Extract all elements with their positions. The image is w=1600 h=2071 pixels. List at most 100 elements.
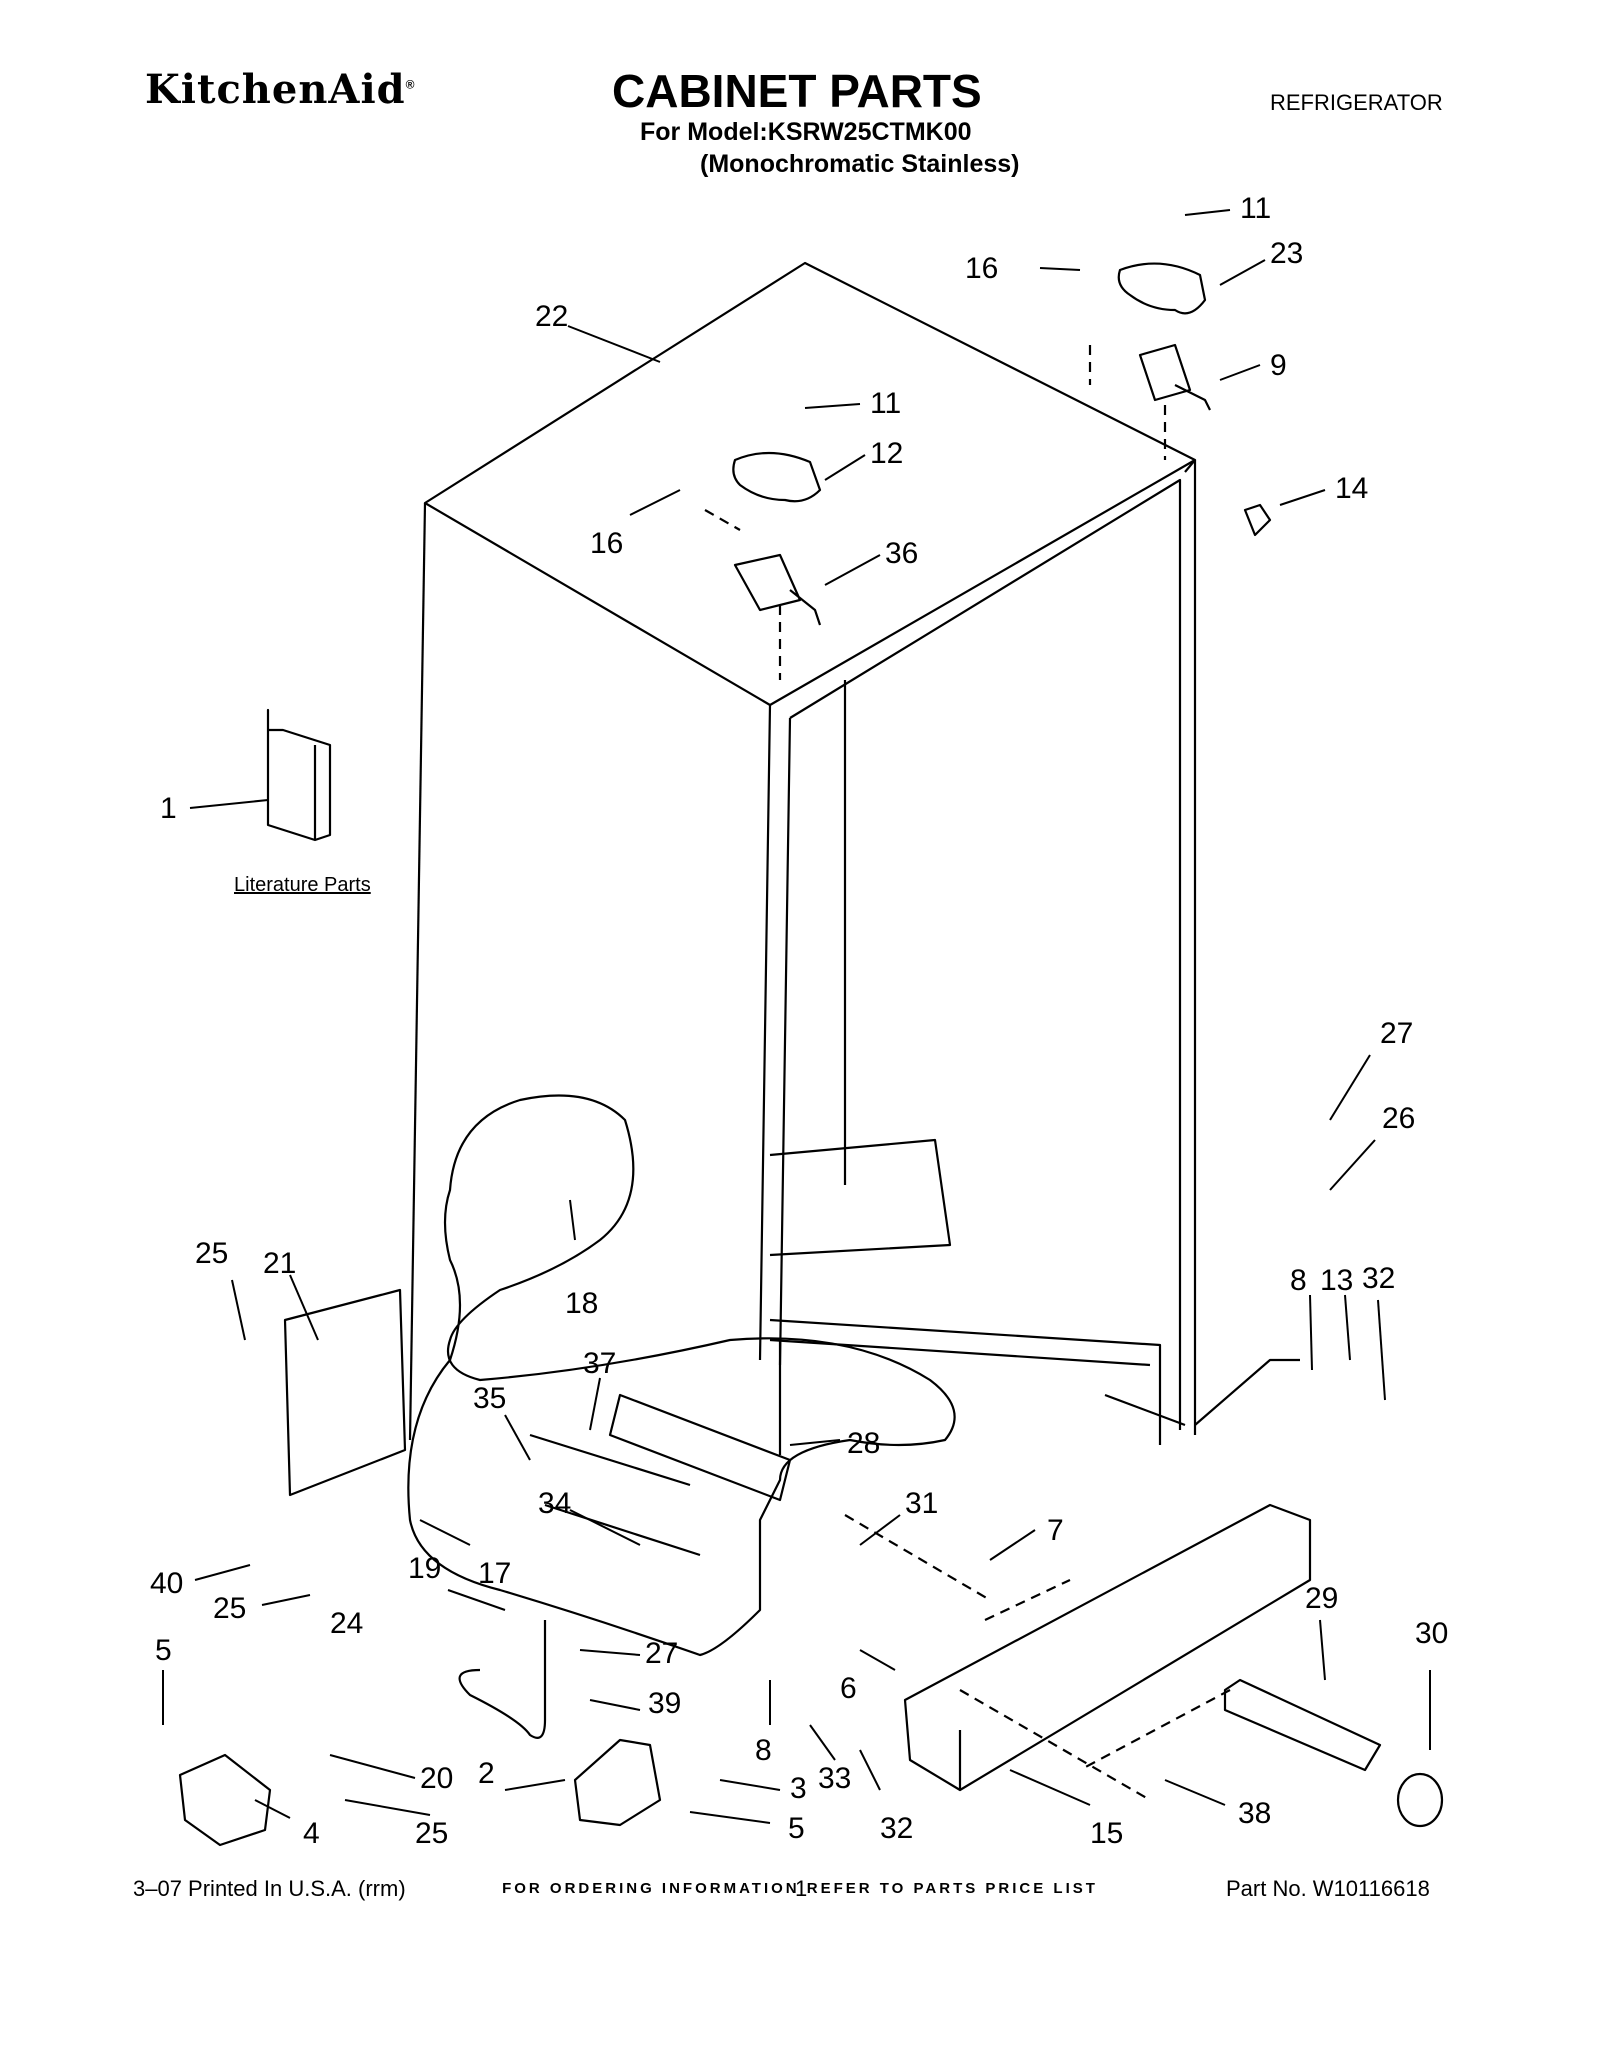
callout-3: 3 <box>790 1772 807 1805</box>
water-filter <box>1223 1678 1382 1772</box>
callout-22: 22 <box>535 300 568 333</box>
leader-32-bottom <box>859 1749 881 1791</box>
leader-40 <box>194 1564 251 1581</box>
callout-16: 16 <box>590 527 623 560</box>
leader-31 <box>859 1514 901 1546</box>
cabinet-left-edge <box>408 502 427 1441</box>
callout-8-bottom: 8 <box>755 1734 772 1767</box>
leader-11 <box>804 403 861 409</box>
callout-13: 13 <box>1320 1264 1353 1297</box>
callout-29: 29 <box>1305 1582 1338 1615</box>
leader-32-right <box>1377 1299 1386 1401</box>
leader-18 <box>569 1199 576 1241</box>
cabinet-front-frame-top <box>789 459 1196 1430</box>
leader-25-bottom <box>344 1799 431 1816</box>
page-title: CABINET PARTS <box>612 65 982 117</box>
callout-15: 15 <box>1090 1817 1123 1850</box>
leader-4 <box>254 1799 291 1819</box>
leader-13 <box>1344 1294 1351 1361</box>
callout-25-left: 25 <box>195 1237 228 1270</box>
callout-12: 12 <box>870 437 903 470</box>
cutaway-outline <box>407 1094 956 1657</box>
leader-27-bottom <box>579 1649 641 1656</box>
leader-33 <box>809 1724 836 1761</box>
leader-34 <box>569 1509 641 1546</box>
leader-2 <box>504 1779 566 1791</box>
callout-20: 20 <box>420 1762 453 1795</box>
callout-23: 23 <box>1270 237 1303 270</box>
leader-21 <box>289 1274 319 1341</box>
product-category: REFRIGERATOR <box>1270 90 1443 115</box>
brand-name: KitchenAid <box>145 66 406 113</box>
callout-4: 4 <box>303 1817 320 1850</box>
leader-3 <box>719 1779 781 1791</box>
hinge-cover-right <box>1117 262 1207 315</box>
leader-29 <box>1319 1619 1326 1681</box>
model-finish: (Monochromatic Stainless) <box>700 150 1020 178</box>
leader-1 <box>189 799 269 809</box>
part-number: Part No. W10116618 <box>1226 1876 1430 1901</box>
literature-parts-label: Literature Parts <box>234 874 371 896</box>
leader-arrows <box>162 209 1431 1824</box>
assembly-guides <box>704 345 1231 1801</box>
brand-logo: KitchenAid® <box>145 66 415 113</box>
cabinet-liner-step <box>769 1138 952 1257</box>
callout-28: 28 <box>847 1427 880 1460</box>
cabinet-drawing <box>178 261 1444 1847</box>
cabinet-bottom-rail <box>769 1318 1162 1445</box>
leader-9 <box>1219 364 1261 381</box>
leader-16-top <box>1039 267 1081 271</box>
callout-11-top: 11 <box>1240 192 1271 225</box>
leader-39 <box>589 1699 641 1711</box>
print-info: 3–07 Printed In U.S.A. (rrm) <box>133 1876 406 1901</box>
leader-36 <box>824 554 881 586</box>
callout-27-bottom: 27 <box>645 1637 678 1670</box>
hinge-top-right <box>1138 343 1211 411</box>
model-number: For Model:KSRW25CTMK00 <box>640 118 972 146</box>
roller-assembly <box>178 1753 272 1847</box>
callout-32-right: 32 <box>1362 1262 1395 1295</box>
callout-9: 9 <box>1270 349 1287 382</box>
literature-booklet <box>266 708 332 842</box>
callout-40: 40 <box>150 1567 183 1600</box>
cabinet-base-line <box>1104 1393 1186 1427</box>
callout-2: 2 <box>478 1757 495 1790</box>
callout-33: 33 <box>818 1762 851 1795</box>
leader-11-top <box>1184 209 1231 216</box>
leader-16 <box>629 489 681 516</box>
callout-37: 37 <box>583 1347 616 1380</box>
leader-7 <box>989 1529 1036 1561</box>
callout-18: 18 <box>565 1287 598 1320</box>
callout-34: 34 <box>538 1487 571 1520</box>
leader-12 <box>824 454 866 481</box>
leader-27-right <box>1329 1054 1371 1121</box>
callout-11: 11 <box>870 387 901 420</box>
callout-24: 24 <box>330 1607 363 1640</box>
leader-25-mid <box>261 1594 311 1606</box>
callout-32-bottom: 32 <box>880 1812 913 1845</box>
cabinet-front-frame <box>758 704 792 1366</box>
leader-15 <box>1009 1769 1091 1806</box>
leader-25-left <box>231 1279 246 1341</box>
cabinet-base-line <box>1194 1358 1300 1426</box>
callout-38: 38 <box>1238 1797 1271 1830</box>
leader-20 <box>329 1754 416 1779</box>
fill-tube-parts <box>529 1433 701 1557</box>
callout-30: 30 <box>1415 1617 1448 1650</box>
callout-19: 19 <box>408 1552 441 1585</box>
callout-1: 1 <box>160 792 177 825</box>
fill-tube-housing <box>608 1393 792 1502</box>
base-grille <box>903 1503 1312 1792</box>
callout-36: 36 <box>885 537 918 570</box>
callout-5-bottom: 5 <box>788 1812 805 1845</box>
callout-27-right: 27 <box>1380 1017 1413 1050</box>
callout-25-bottom: 25 <box>415 1817 448 1850</box>
leader-8-right <box>1309 1294 1313 1371</box>
callout-25-mid: 25 <box>213 1592 246 1625</box>
callout-26: 26 <box>1382 1102 1415 1135</box>
rear-access-panel <box>283 1288 407 1497</box>
callout-17: 17 <box>478 1557 511 1590</box>
page-number: 1 <box>795 1876 808 1901</box>
callout-31: 31 <box>905 1487 938 1520</box>
